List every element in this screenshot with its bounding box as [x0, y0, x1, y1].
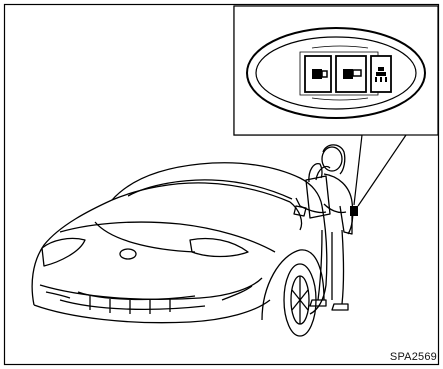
hand-key-fob	[350, 206, 358, 216]
lock-icon	[312, 69, 327, 79]
button-lock	[305, 56, 331, 92]
button-panic	[371, 56, 391, 92]
button-unlock	[336, 56, 366, 92]
figure-code: SPA2569	[390, 351, 437, 363]
